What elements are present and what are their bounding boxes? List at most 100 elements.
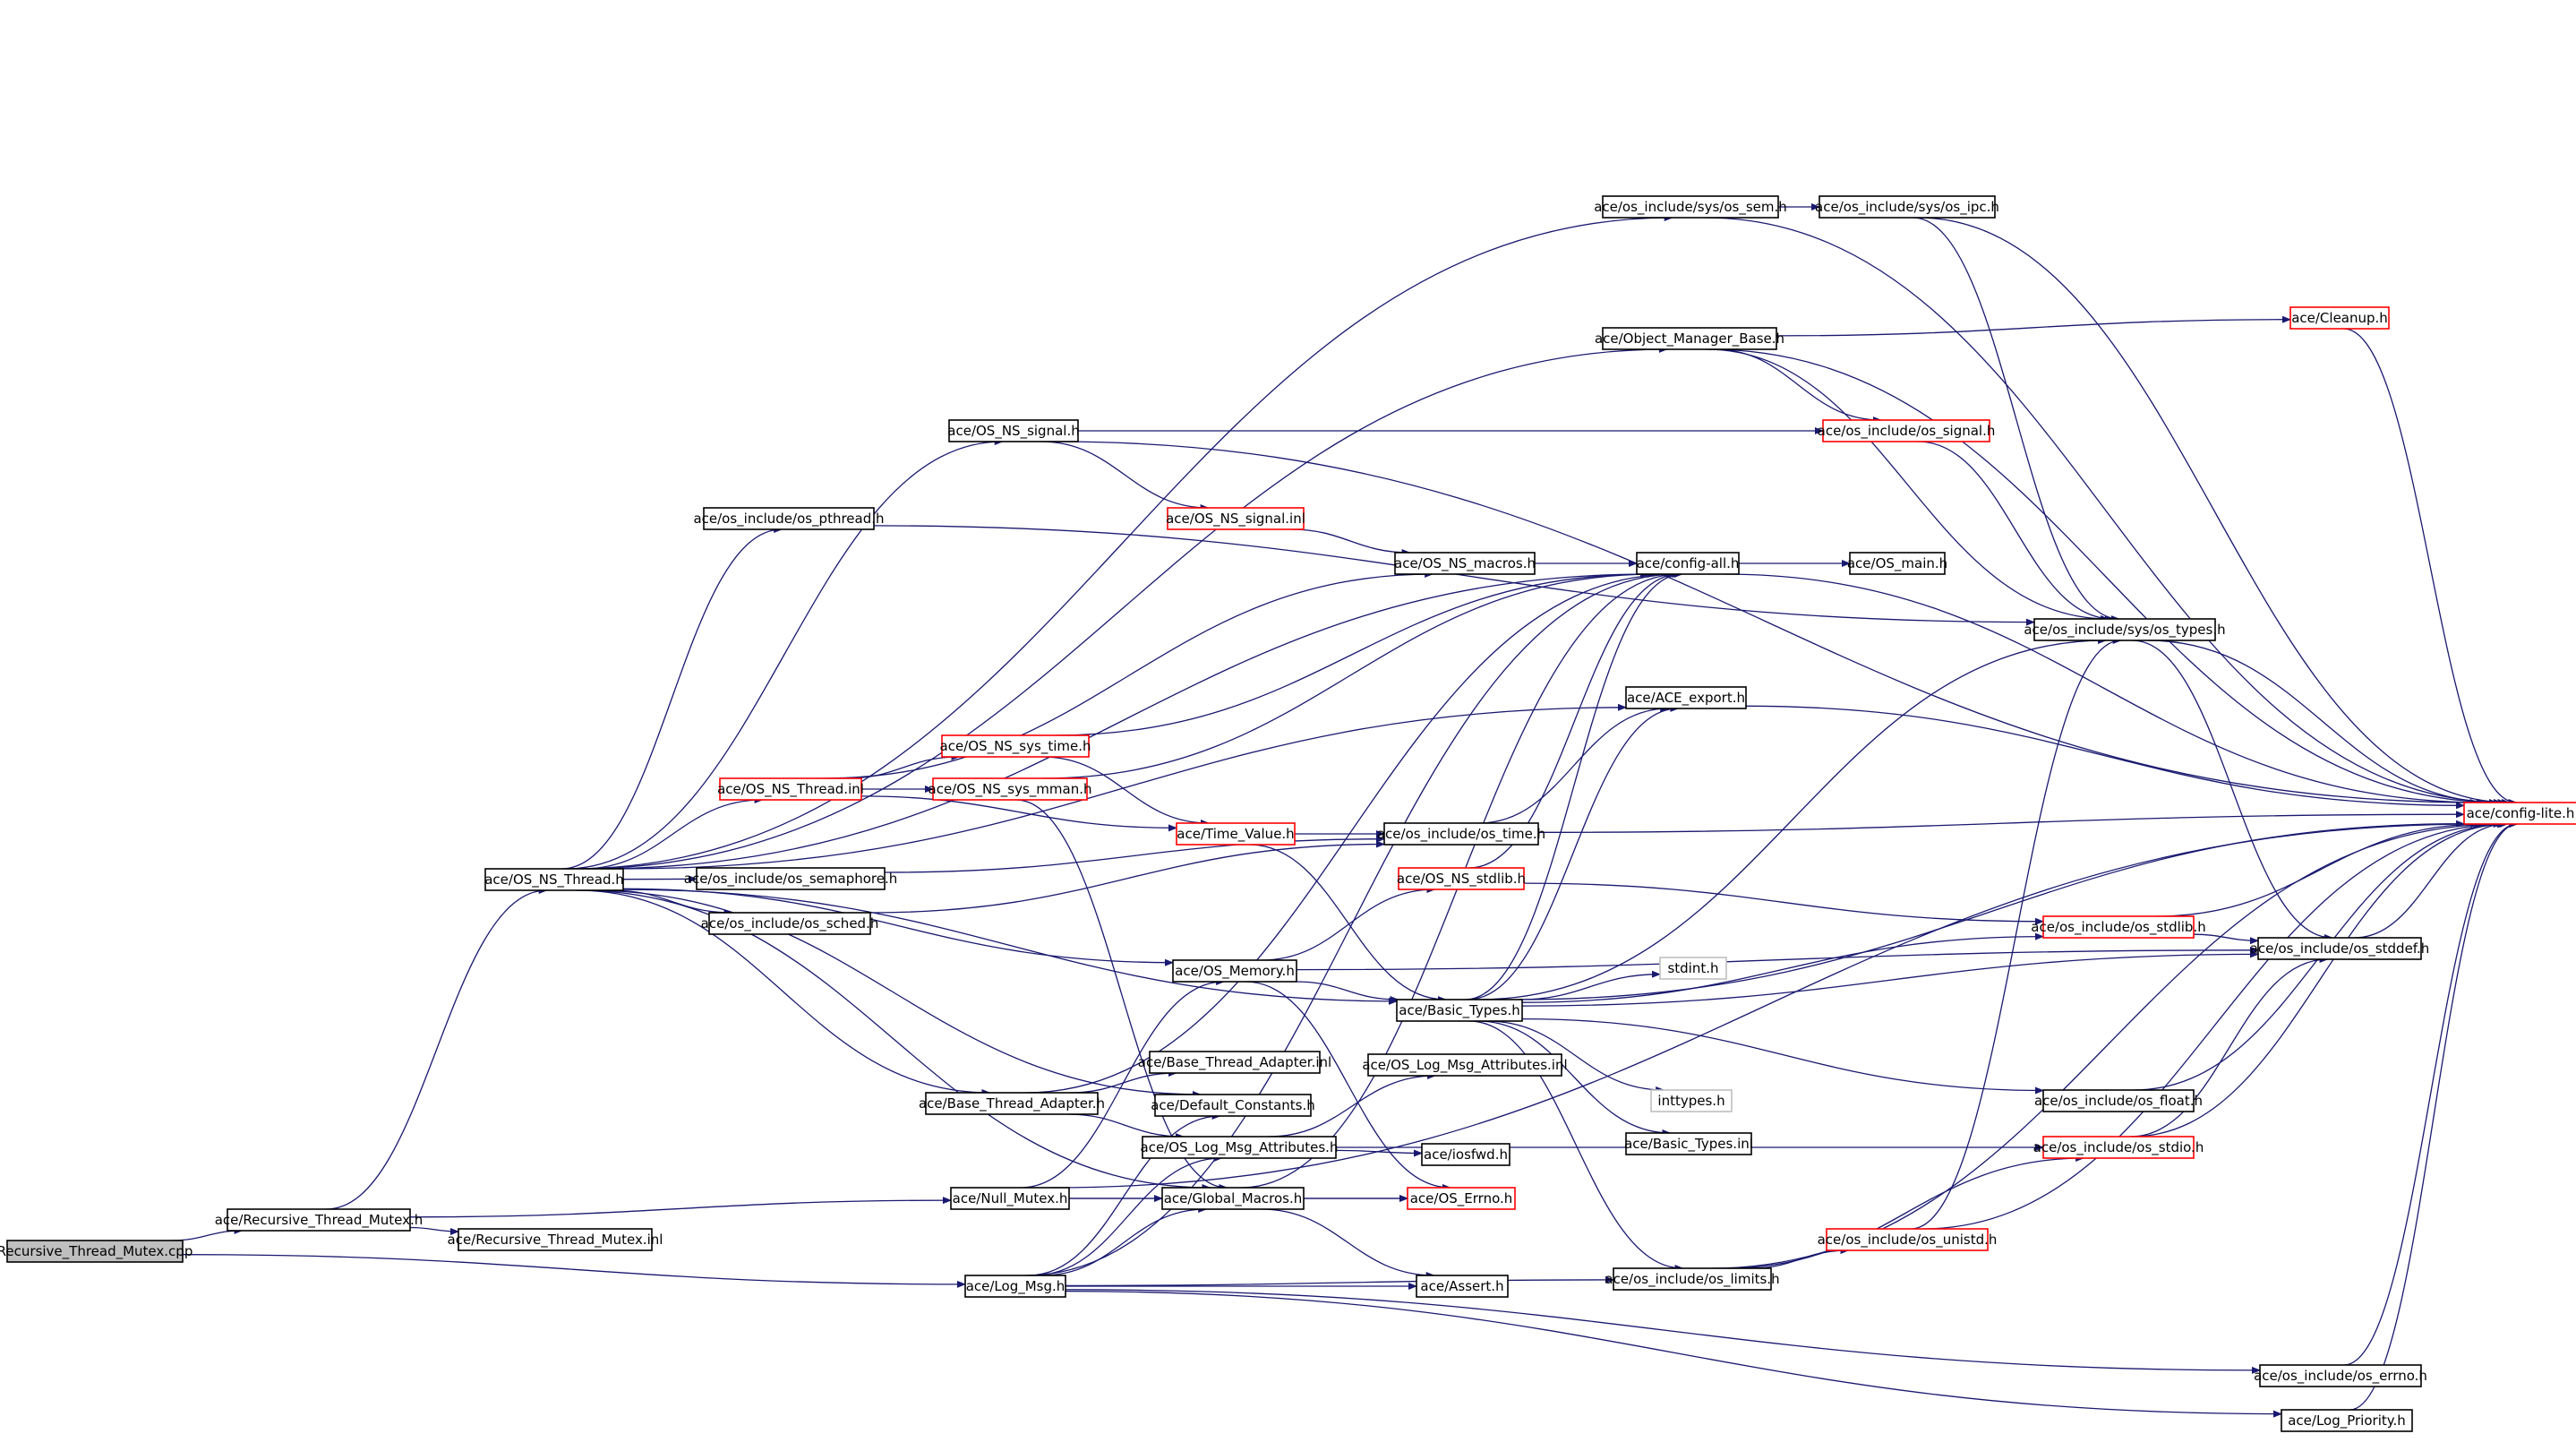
edge-root-to-rtm_h [171, 1227, 244, 1241]
edge-os_sched-to-os_time [869, 840, 1385, 914]
node-os_ns_signal_h[interactable]: ace/OS_NS_signal.h [947, 419, 1080, 442]
node-box-os_limits [1613, 1267, 1772, 1291]
node-label-bta_inl: ace/Base_Thread_Adapter.inl [1138, 1054, 1331, 1071]
edge-os_stdlib-to-os_stddef [2193, 933, 2259, 945]
edge-log_msg-to-os_limits [1065, 1275, 1614, 1287]
node-bta_h[interactable]: ace/Base_Thread_Adapter.h [919, 1092, 1105, 1115]
node-box-stdint [1659, 957, 1727, 980]
node-bta_inl[interactable]: ace/Base_Thread_Adapter.inl [1138, 1051, 1331, 1074]
node-label-root: Recursive_Thread_Mutex.cpp [0, 1243, 193, 1260]
node-os_ns_macros[interactable]: ace/OS_NS_macros.h [1394, 552, 1536, 575]
node-os_unistd[interactable]: ace/os_include/os_unistd.h [1818, 1228, 1998, 1251]
node-box-os_main [1849, 552, 1946, 575]
node-os_stdio[interactable]: ace/os_include/os_stdio.h [2033, 1136, 2204, 1159]
node-os_ns_thread_h[interactable]: ace/OS_NS_Thread.h [484, 868, 624, 891]
node-label-cleanup: ace/Cleanup.h [2291, 310, 2388, 326]
node-stdint[interactable]: stdint.h [1659, 957, 1727, 980]
node-os_main[interactable]: ace/OS_main.h [1847, 552, 1947, 575]
edge-os_ns_thread_h-to-obj_mgr [577, 346, 1668, 870]
node-os_ns_thread_inl[interactable]: ace/OS_NS_Thread.inl [717, 777, 864, 801]
node-label-os_errno_h: ace/OS_Errno.h [1410, 1190, 1513, 1207]
node-os_errno[interactable]: ace/os_include/os_errno.h [2254, 1364, 2427, 1387]
node-os_sem[interactable]: ace/os_include/sys/os_sem.h [1594, 195, 1787, 219]
edge-rtm_h-to-null_mutex [409, 1197, 952, 1218]
node-assert[interactable]: ace/Assert.h [1416, 1275, 1509, 1298]
node-inttypes[interactable]: inttypes.h [1650, 1089, 1733, 1112]
edge-null_mutex-to-config_lite [1052, 820, 2479, 1189]
node-os_semaphore[interactable]: ace/os_include/os_semaphore.h [684, 867, 898, 890]
edge-os_ns_thread_h-to-os_pthread [561, 526, 783, 870]
node-os_ns_sys_mman[interactable]: ace/OS_NS_sys_mman.h [929, 777, 1092, 801]
node-obj_mgr[interactable]: ace/Object_Manager_Base.h [1595, 327, 1784, 350]
edge-time_value-to-basic_types [1249, 844, 1447, 1003]
node-box-os_ns_thread_h [484, 868, 624, 891]
node-iosfwd[interactable]: ace/iosfwd.h [1421, 1143, 1511, 1166]
edge-root-to-log_msg [182, 1254, 966, 1288]
edge-basic_types-to-os_stddef [1521, 950, 2259, 1007]
node-config_lite[interactable]: ace/config-lite.h [2463, 802, 2576, 825]
node-basic_types[interactable]: ace/Basic_Types.h [1396, 999, 1523, 1022]
edge-os_ns_sys_mman-to-global_macros [1015, 799, 1228, 1191]
node-os_errno_h[interactable]: ace/OS_Errno.h [1407, 1187, 1516, 1210]
node-ace_export[interactable]: ace/ACE_export.h [1625, 686, 1747, 709]
node-box-os_semaphore [696, 867, 886, 890]
node-os_sched[interactable]: ace/os_include/os_sched.h [701, 912, 879, 935]
node-os_memory[interactable]: ace/OS_Memory.h [1172, 959, 1297, 983]
node-box-os_ipc [1819, 195, 1996, 219]
node-os_types[interactable]: ace/os_include/sys/os_types.h [2024, 618, 2226, 641]
node-os_ns_signal_inl[interactable]: ace/OS_NS_signal.inl [1166, 507, 1305, 530]
edge-os_ns_stdlib-to-config_all [1468, 571, 1682, 869]
node-default_constants[interactable]: ace/Default_Constants.h [1151, 1094, 1315, 1117]
edge-os_ns_signal_h-to-os_ns_signal_inl [1040, 441, 1210, 511]
edge-obj_mgr-to-cleanup [1776, 315, 2291, 337]
node-cleanup[interactable]: ace/Cleanup.h [2289, 306, 2390, 330]
node-os_stddef[interactable]: ace/os_include/os_stddef.h [2250, 937, 2430, 960]
node-box-os_log_msg_attr_inl [1367, 1053, 1562, 1077]
node-rtm_inl[interactable]: ace/Recursive_Thread_Mutex.inl [448, 1228, 663, 1251]
node-config_all[interactable]: ace/config-all.h [1636, 552, 1740, 575]
edge-os_memory-to-os_ns_stdlib [1261, 886, 1436, 961]
node-os_ns_stdlib[interactable]: ace/OS_NS_stdlib.h [1397, 867, 1526, 890]
node-label-os_ns_thread_h: ace/OS_NS_Thread.h [484, 871, 624, 889]
node-box-config_all [1636, 552, 1740, 575]
node-os_stdlib[interactable]: ace/os_include/os_stdlib.h [2031, 915, 2206, 939]
node-box-default_constants [1154, 1094, 1312, 1117]
edge-os_ns_thread_h-to-config_all [592, 571, 1650, 870]
node-box-os_ns_sys_mman [932, 777, 1088, 801]
node-os_time[interactable]: ace/os_include/os_time.h [1377, 822, 1545, 846]
node-os_ipc[interactable]: ace/os_include/sys/os_ipc.h [1815, 195, 1999, 219]
node-box-bta_h [925, 1092, 1099, 1115]
node-label-os_log_msg_attr_inl: ace/OS_Log_Msg_Attributes.inl [1362, 1057, 1567, 1074]
node-box-os_ns_stdlib [1398, 867, 1525, 890]
edge-os_ipc-to-os_types [1913, 217, 2120, 622]
node-log_priority[interactable]: ace/Log_Priority.h [2281, 1409, 2413, 1432]
node-os_pthread[interactable]: ace/os_include/os_pthread.h [693, 507, 885, 530]
node-global_macros[interactable]: ace/Global_Macros.h [1161, 1187, 1305, 1210]
node-os_float[interactable]: ace/os_include/os_float.h [2034, 1089, 2203, 1112]
node-os_ns_sys_time[interactable]: ace/OS_NS_sys_time.h [940, 734, 1091, 758]
node-box-bta_inl [1149, 1051, 1321, 1074]
edge-os_stdio-to-config_lite [2131, 820, 2509, 1138]
edge-os_ns_thread_h-to-basic_types [622, 889, 1398, 1005]
node-basic_types_inl[interactable]: ace/Basic_Types.inl [1624, 1132, 1753, 1155]
node-time_value[interactable]: ace/Time_Value.h [1176, 822, 1296, 846]
node-null_mutex[interactable]: ace/Null_Mutex.h [950, 1187, 1070, 1210]
node-label-basic_types_inl: ace/Basic_Types.inl [1624, 1136, 1753, 1153]
node-os_log_msg_attr_h[interactable]: ace/OS_Log_Msg_Attributes.h [1141, 1136, 1339, 1159]
node-os_signal[interactable]: ace/os_include/os_signal.h [1818, 419, 1996, 442]
node-box-os_log_msg_attr_h [1142, 1136, 1337, 1159]
node-os_log_msg_attr_inl[interactable]: ace/OS_Log_Msg_Attributes.inl [1362, 1053, 1568, 1077]
node-os_limits[interactable]: ace/os_include/os_limits.h [1605, 1267, 1780, 1291]
node-box-os_time [1383, 822, 1539, 846]
node-box-global_macros [1161, 1187, 1305, 1210]
edge-os_ns_thread_h-to-os_ns_thread_inl [582, 796, 764, 870]
node-rtm_h[interactable]: ace/Recursive_Thread_Mutex.h [215, 1208, 424, 1232]
node-box-os_stddef [2257, 937, 2422, 960]
node-box-inttypes [1650, 1089, 1733, 1112]
node-log_msg[interactable]: ace/Log_Msg.h [964, 1275, 1066, 1298]
edge-os_ns_sys_mman-to-config_all [1041, 571, 1656, 779]
edge-log_msg-to-os_log_msg_attr_h [1032, 1155, 1223, 1276]
node-label-obj_mgr: ace/Object_Manager_Base.h [1595, 331, 1784, 348]
node-box-os_errno_h [1407, 1187, 1516, 1210]
edge-os_time-to-ace_export [1478, 705, 1670, 824]
